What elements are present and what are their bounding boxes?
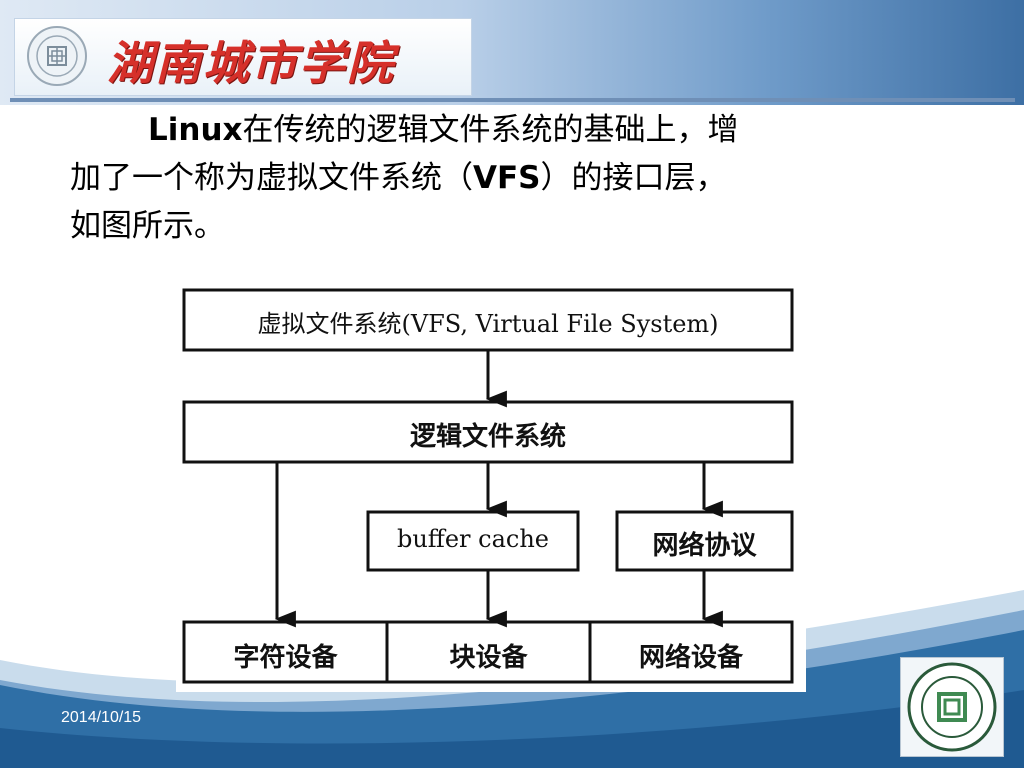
vfs-term: VFS xyxy=(473,160,541,196)
char-device-label: 字符设备 xyxy=(233,643,338,673)
linux-term: Linux xyxy=(148,112,243,148)
paragraph-line-2-text-b: ）的接口层， xyxy=(540,160,727,196)
paragraph-line-1: Linux在传统的逻辑文件系统的基础上，增 xyxy=(70,106,910,154)
paragraph-line-1-text: 在传统的逻辑文件系统的基础上，增 xyxy=(242,112,739,148)
buffer-cache-label: buffer cache xyxy=(396,525,550,553)
intro-paragraph: Linux在传统的逻辑文件系统的基础上，增 加了一个称为虚拟文件系统（VFS）的… xyxy=(70,106,910,250)
vfs-architecture-diagram: 虚拟文件系统(VFS, Virtual File System) 逻辑文件系统 … xyxy=(176,282,806,692)
paragraph-line-3: 如图所示。 xyxy=(70,208,225,244)
network-protocol-label: 网络协议 xyxy=(652,531,757,561)
university-seal-icon xyxy=(907,662,997,752)
diagram-canvas xyxy=(182,288,794,684)
logical-fs-label: 逻辑文件系统 xyxy=(409,422,566,452)
network-device-label: 网络设备 xyxy=(638,643,743,673)
buffer-cache-box xyxy=(366,510,580,572)
corner-university-seal xyxy=(900,657,1004,757)
header-divider xyxy=(10,98,1015,102)
paragraph-line-2: 加了一个称为虚拟文件系统（VFS）的接口层， xyxy=(70,154,910,202)
paragraph-line-2-text-a: 加了一个称为虚拟文件系统（ xyxy=(70,160,473,196)
banner-title: 湖南城市学院 xyxy=(107,36,395,90)
vfs-label: 虚拟文件系统(VFS, Virtual File System) xyxy=(257,310,719,338)
slide-date: 2014/10/15 xyxy=(61,709,142,726)
university-logo-icon xyxy=(27,26,87,86)
block-device-label: 块设备 xyxy=(449,643,528,673)
header-band: 湖南城市学院 xyxy=(0,0,1024,105)
university-banner: 湖南城市学院 xyxy=(14,18,472,96)
